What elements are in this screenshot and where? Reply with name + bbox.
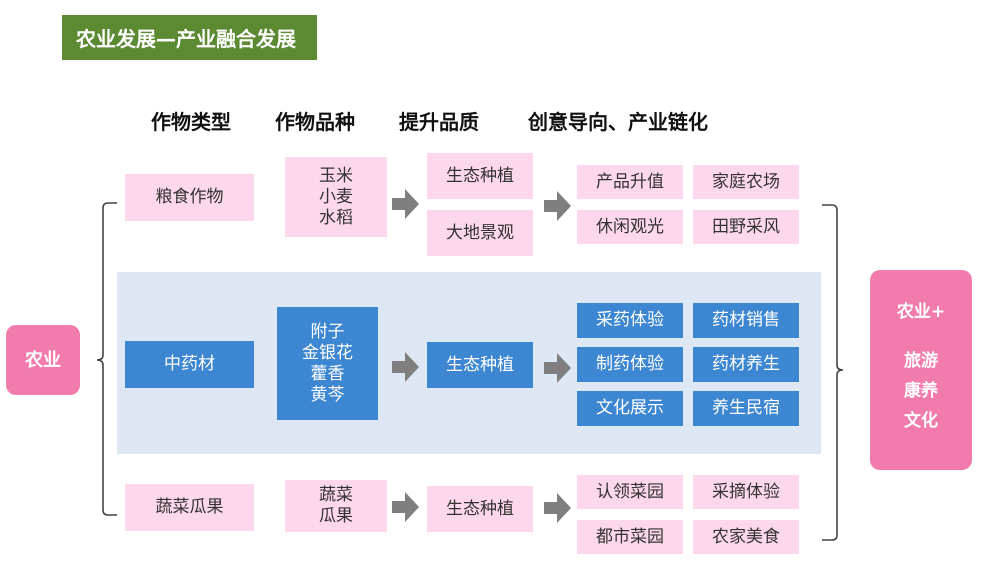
agriculture-plus-title: 农业+ (896, 302, 946, 322)
quality-box: 生态种植 (427, 342, 533, 388)
agriculture-plus-tourism: 旅游 (904, 351, 938, 371)
variety-item: 水稻 (319, 207, 353, 228)
left-bracket (96, 202, 117, 516)
variety-item: 黄芩 (310, 384, 345, 405)
variety-item: 玉米 (319, 165, 353, 186)
crop-type-medicinal: 中药材 (125, 341, 254, 388)
agriculture-label: 农业 (6, 325, 80, 395)
arrow-right-icon (392, 352, 419, 382)
agriculture-plus-box: 农业+ 旅游 康养 文化 (870, 270, 972, 470)
chain-box: 采摘体验 (693, 475, 799, 509)
variety-item: 小麦 (319, 186, 353, 207)
variety-item: 瓜果 (319, 506, 353, 526)
variety-item: 藿香 (310, 363, 345, 384)
agriculture-plus-health: 康养 (904, 381, 938, 401)
agriculture-plus-culture: 文化 (904, 411, 938, 431)
chain-box: 田野采风 (693, 210, 799, 244)
quality-box: 生态种植 (427, 486, 533, 532)
variety-box-grain: 玉米 小麦 水稻 (285, 157, 387, 237)
arrow-right-icon (544, 191, 571, 221)
arrow-right-icon (392, 492, 419, 522)
quality-box: 生态种植 (427, 153, 533, 199)
chain-box: 都市菜园 (577, 520, 683, 554)
header-quality: 提升品质 (399, 110, 479, 134)
variety-box-medicinal: 附子 金银花 藿香 黄芩 (277, 307, 378, 420)
variety-item: 蔬菜 (319, 485, 353, 505)
chain-box: 养生民宿 (693, 391, 799, 426)
chain-box: 产品升值 (577, 165, 683, 199)
chain-box: 药材养生 (693, 347, 799, 382)
chain-box: 认领菜园 (577, 475, 683, 509)
arrow-right-icon (544, 353, 571, 383)
header-industry-chain: 创意导向、产业链化 (528, 110, 708, 134)
page-title: 农业发展—产业融合发展 (62, 15, 317, 60)
variety-item: 金银花 (302, 342, 353, 363)
variety-item: 附子 (310, 321, 345, 342)
right-bracket (822, 204, 844, 541)
chain-box: 制药体验 (577, 347, 683, 382)
crop-type-grain: 粮食作物 (125, 174, 254, 221)
chain-box: 文化展示 (577, 391, 683, 426)
chain-box: 休闲观光 (577, 210, 683, 244)
variety-box-vegetable-fruit: 蔬菜 瓜果 (285, 480, 387, 532)
quality-box: 大地景观 (427, 210, 533, 256)
chain-box: 采药体验 (577, 303, 683, 338)
chain-box: 家庭农场 (693, 165, 799, 199)
header-crop-variety: 作物品种 (275, 110, 355, 134)
arrow-right-icon (544, 493, 571, 523)
arrow-right-icon (392, 189, 419, 219)
header-crop-type: 作物类型 (151, 110, 231, 134)
crop-type-vegetable-fruit: 蔬菜瓜果 (125, 484, 254, 531)
chain-box: 农家美食 (693, 520, 799, 554)
chain-box: 药材销售 (693, 303, 799, 338)
